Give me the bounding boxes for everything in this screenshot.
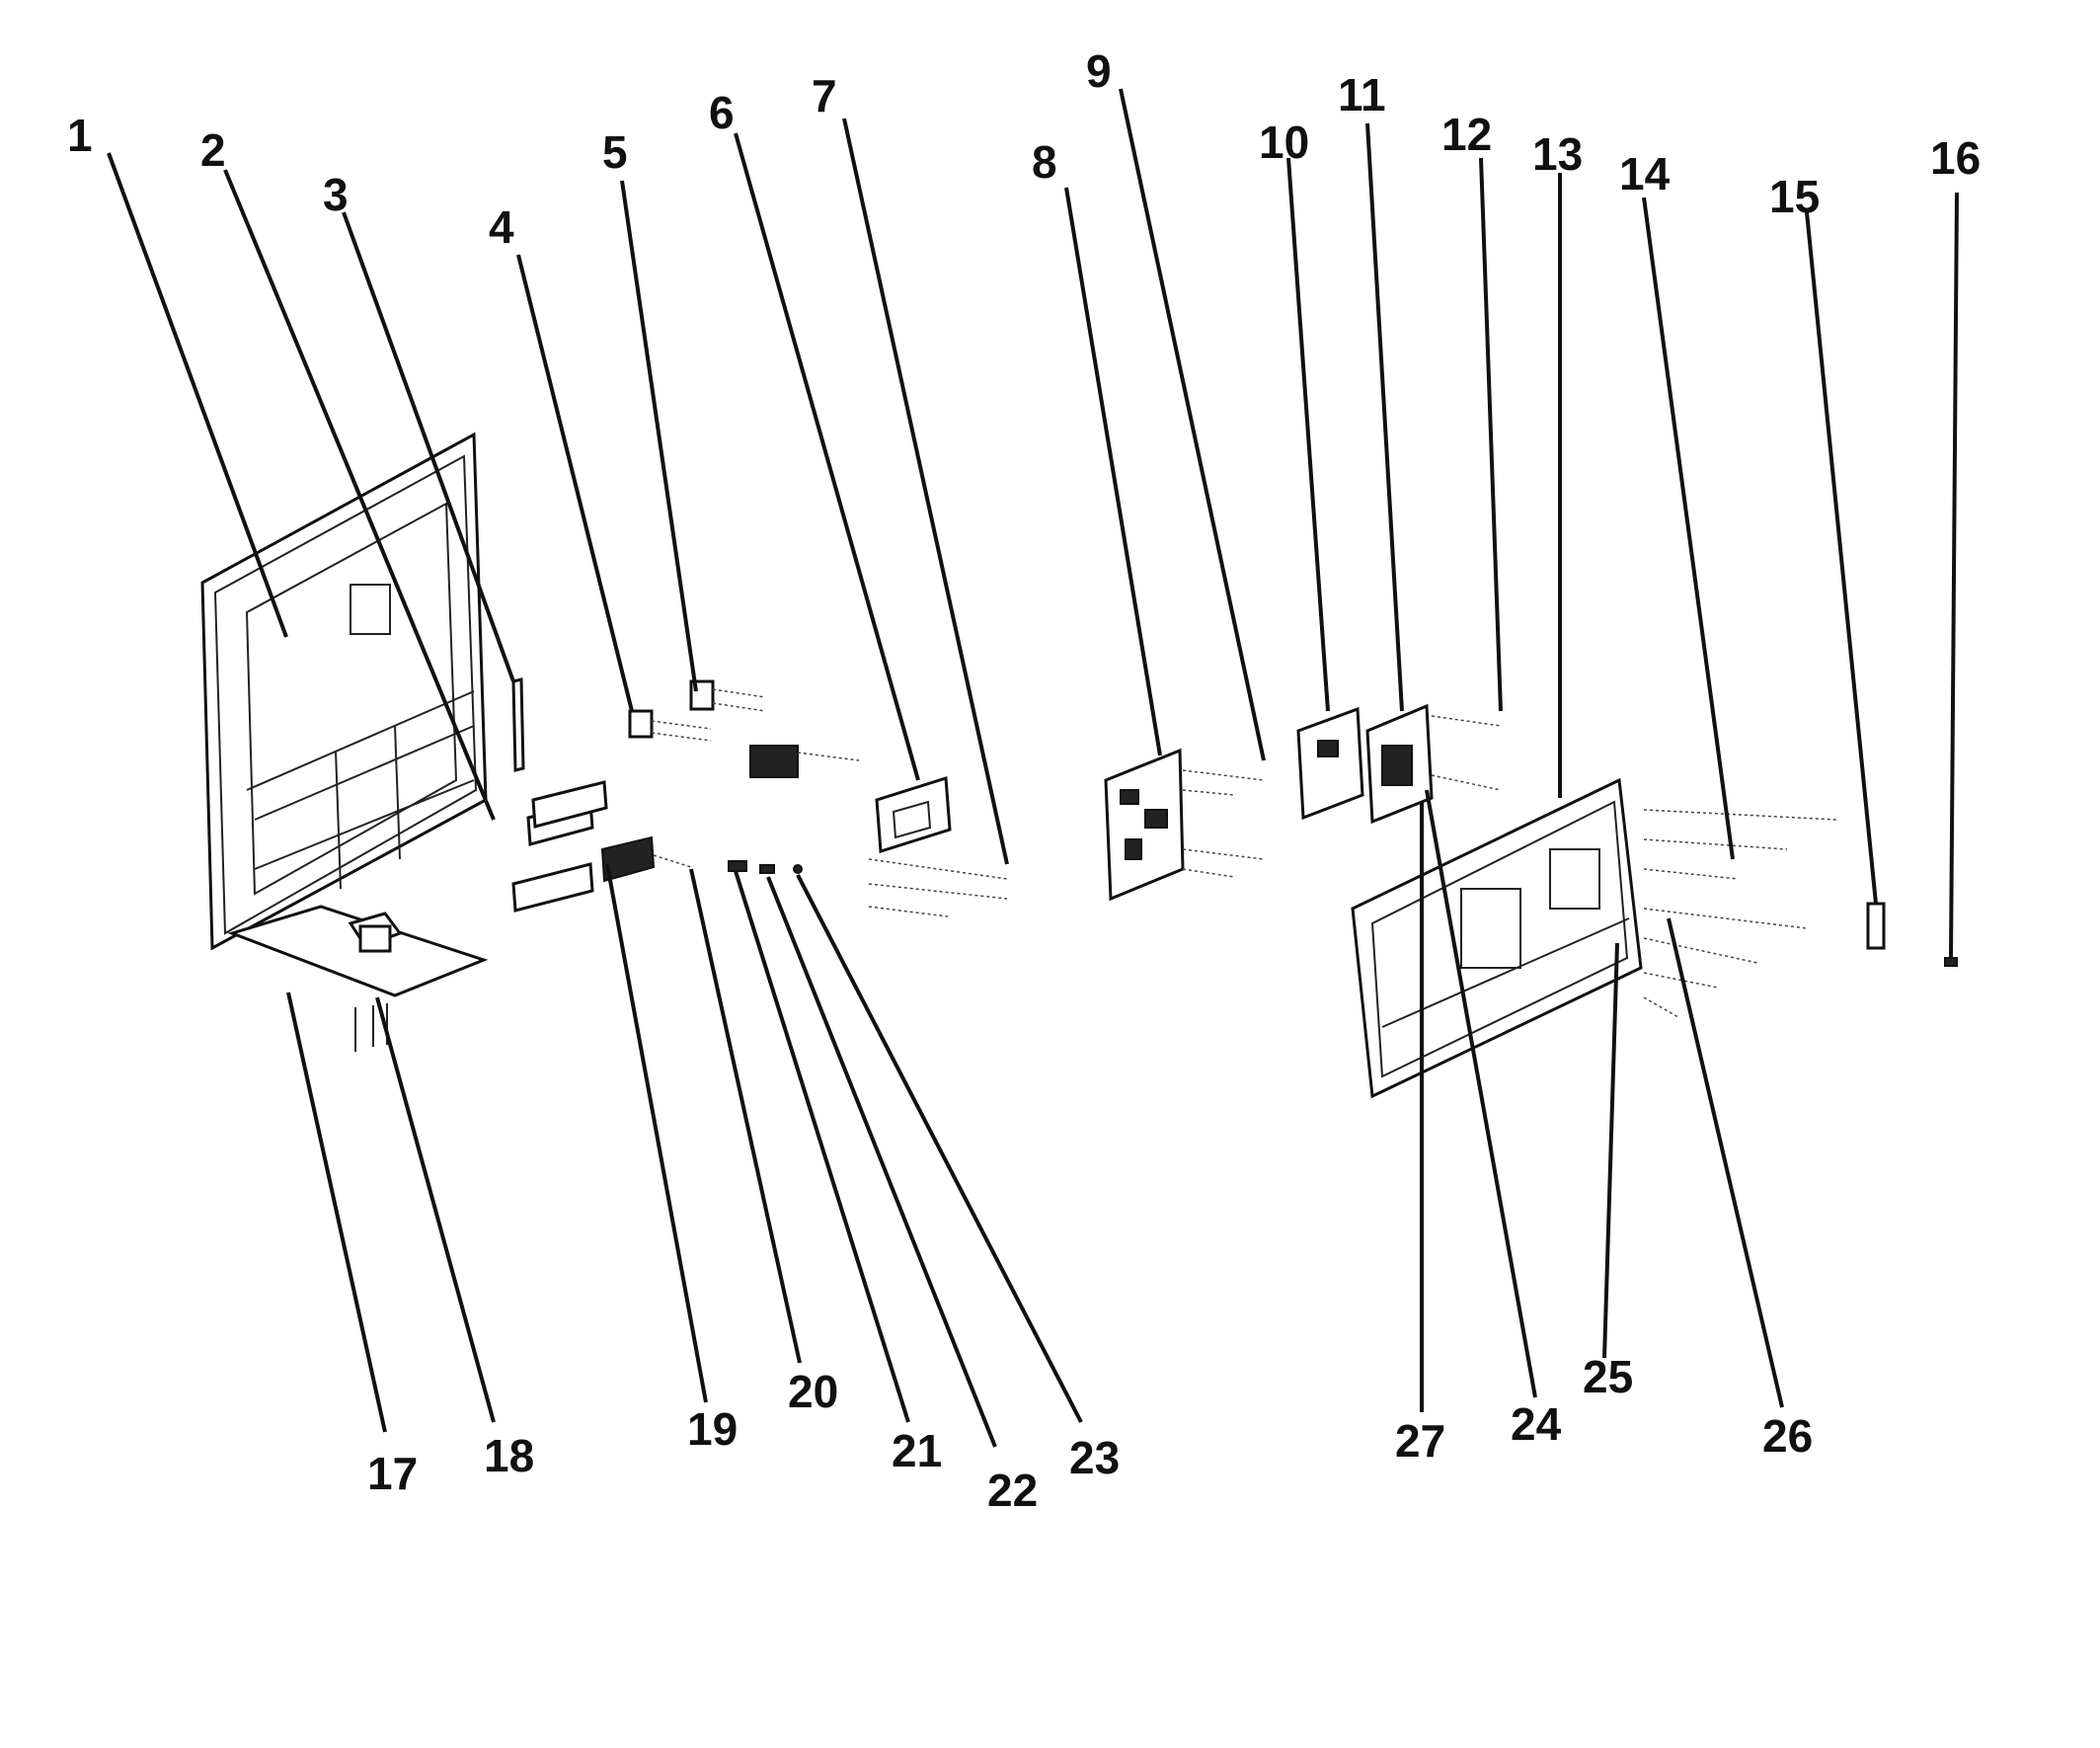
part-13-back-cover	[1351, 777, 1643, 1099]
part-4-hinge	[628, 709, 712, 742]
part-6-shield	[875, 776, 952, 853]
callout-12: 12	[1441, 109, 1492, 160]
part-5-hinge	[689, 679, 766, 712]
leader-lines	[107, 88, 1959, 1448]
part-11-module	[1365, 703, 1502, 825]
part-7-screws	[868, 858, 1008, 917]
callout-7: 7	[812, 70, 837, 121]
callout-13: 13	[1532, 128, 1583, 180]
callout-22: 22	[987, 1465, 1038, 1516]
callout-11: 11	[1338, 69, 1386, 120]
callout-18: 18	[484, 1430, 534, 1481]
callout-10: 10	[1259, 117, 1309, 168]
callout-1: 1	[67, 110, 93, 161]
callout-labels: 1 2 3 4 5 6 7 8 9 10 11 12 13 14 15 16 1…	[67, 45, 1981, 1516]
callout-24: 24	[1511, 1398, 1562, 1450]
bracket-low	[511, 862, 594, 913]
part-22-clip	[759, 864, 775, 874]
part-23-screw	[793, 864, 803, 874]
callout-27: 27	[1395, 1415, 1445, 1467]
part-8-main-board	[1104, 748, 1265, 902]
part-1-panel-assembly	[200, 432, 488, 951]
callout-25: 25	[1583, 1351, 1633, 1402]
callout-3: 3	[323, 169, 349, 220]
callout-15: 15	[1769, 171, 1820, 222]
part-3-bracket	[511, 677, 525, 772]
part-16-screw	[1944, 957, 1958, 967]
part-15-plate	[1866, 902, 1886, 950]
callout-21: 21	[892, 1425, 942, 1476]
callout-14: 14	[1619, 148, 1671, 199]
callout-8: 8	[1032, 136, 1057, 188]
part-10-board	[1296, 706, 1364, 821]
callout-9: 9	[1086, 45, 1112, 97]
callout-26: 26	[1762, 1410, 1813, 1462]
connector-block	[749, 745, 860, 778]
callout-16: 16	[1930, 132, 1981, 184]
bracket-mid	[531, 780, 608, 829]
part-14-screws	[1643, 809, 1837, 880]
callout-19: 19	[687, 1403, 738, 1455]
callout-23: 23	[1069, 1432, 1120, 1483]
callout-6: 6	[709, 87, 735, 138]
callout-17: 17	[367, 1448, 418, 1499]
part-21-clip	[728, 860, 747, 872]
callout-20: 20	[788, 1366, 838, 1417]
part-19-mount-bracket	[600, 835, 692, 883]
part-17-stand-base	[227, 905, 489, 997]
callout-4: 4	[489, 201, 514, 253]
callout-5: 5	[602, 126, 628, 178]
callout-2: 2	[200, 124, 226, 176]
